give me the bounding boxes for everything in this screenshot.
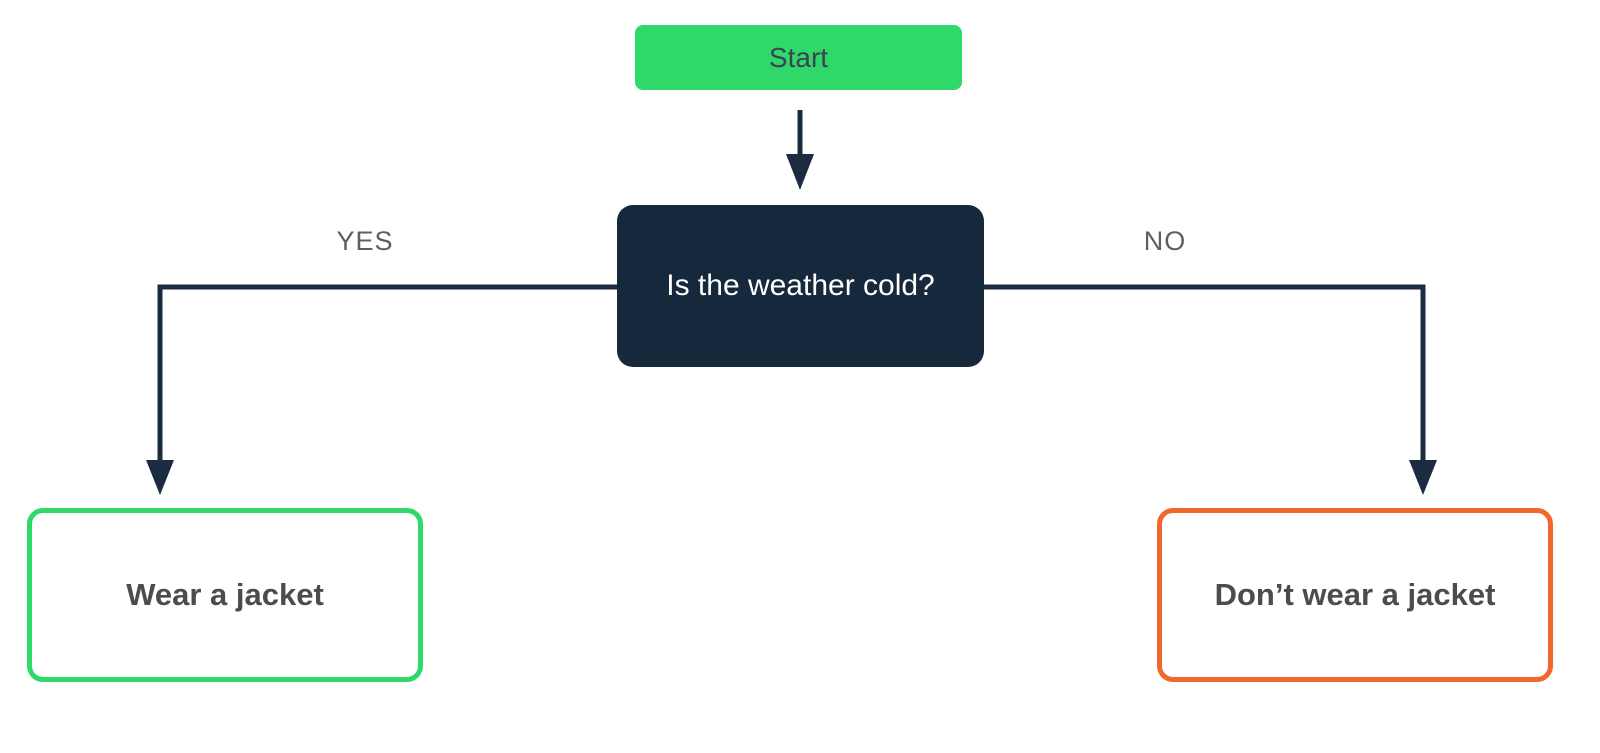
edge-start-to-decision bbox=[786, 110, 814, 190]
arrow-down-head-icon bbox=[146, 460, 174, 495]
arrow-down-head-icon bbox=[1409, 460, 1437, 495]
node-decision-label: Is the weather cold? bbox=[666, 269, 935, 302]
edge-decision-to-yes-line bbox=[157, 284, 617, 462]
node-start-label: Start bbox=[768, 41, 829, 73]
node-decision: Is the weather cold? bbox=[617, 205, 984, 367]
node-outcome-no-label: Don’t wear a jacket bbox=[1214, 577, 1496, 612]
edge-decision-to-no-line bbox=[984, 284, 1426, 462]
node-outcome-yes-label: Wear a jacket bbox=[126, 577, 324, 612]
edge-label-no: NO bbox=[1143, 226, 1187, 256]
edge-decision-to-no bbox=[984, 284, 1437, 495]
node-outcome-no: Don’t wear a jacket bbox=[1157, 508, 1553, 682]
node-start: Start bbox=[635, 25, 962, 90]
arrow-down-head-icon bbox=[786, 154, 814, 190]
edge-decision-to-yes bbox=[146, 284, 617, 495]
edge-label-yes: YES bbox=[336, 226, 394, 256]
node-outcome-yes: Wear a jacket bbox=[27, 508, 423, 682]
